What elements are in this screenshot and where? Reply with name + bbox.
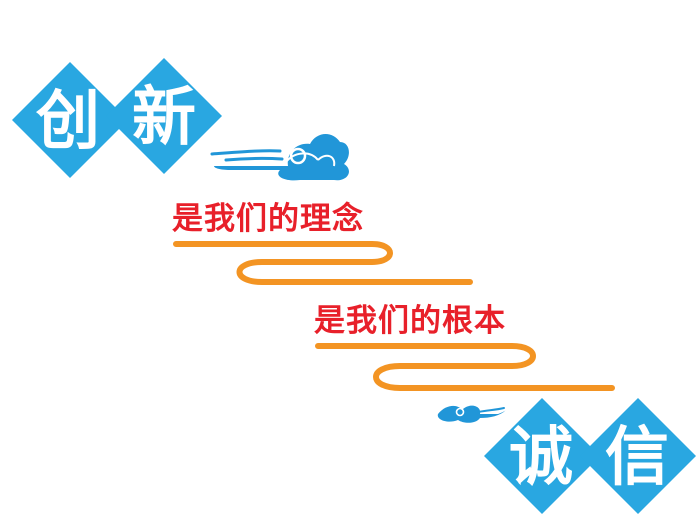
ribbon-wave-1 xyxy=(173,241,473,285)
diamond-right-bottom xyxy=(580,398,696,514)
bottom-word-group: 诚 信 xyxy=(484,398,696,514)
top-word-group: 创 新 xyxy=(12,58,222,178)
ribbon-wave-2 xyxy=(315,343,615,391)
bottom-word-char-2: 信 xyxy=(605,421,669,495)
slogan-line-2: 是我们的根本 xyxy=(314,303,506,339)
diamond-right-top xyxy=(106,58,222,174)
diamond-left-bottom xyxy=(484,398,600,514)
bottom-word-char-1: 诚 xyxy=(509,421,573,495)
top-word-char-2: 新 xyxy=(132,81,196,155)
cloud-ornament-icon xyxy=(437,405,506,423)
top-word-char-1: 创 xyxy=(36,85,100,159)
slogan-line-1: 是我们的理念 xyxy=(172,201,364,237)
cloud-ornament-icon xyxy=(210,133,349,181)
diamond-left-top xyxy=(12,62,128,178)
